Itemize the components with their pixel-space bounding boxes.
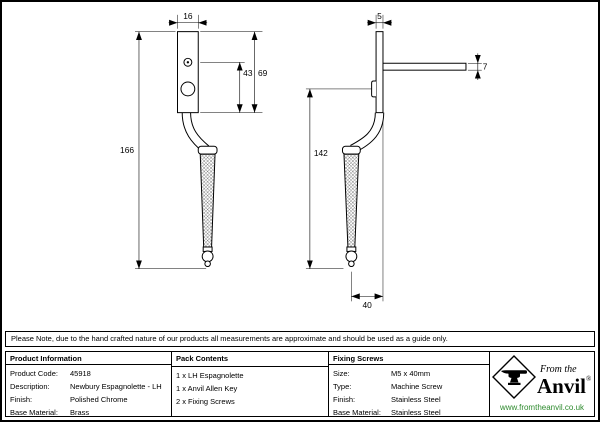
fixing-screws-body: Size: M5 x 40mm Type: Machine Screw Fini… (329, 365, 489, 420)
table-row: Base Material: Stainless Steel (333, 406, 485, 419)
logo-prefix-text: From the (539, 364, 577, 375)
logo-brand-text: Anvil (537, 374, 586, 398)
table-row: Size: M5 x 40mm (333, 367, 485, 380)
dim-side-handle-offset: 40 (363, 300, 373, 310)
row-label: Size: (333, 369, 350, 378)
row-value: Newbury Espagnolette - LH (70, 382, 162, 391)
fixing-screws-header: Fixing Screws (329, 352, 489, 365)
table-row: Base Material: Brass (10, 406, 167, 419)
technical-drawing: 16 166 43 69 (120, 11, 488, 310)
dim-front-overall-height: 166 (120, 145, 134, 155)
row-value: Stainless Steel (391, 408, 441, 417)
row-label: Base Material: (10, 408, 58, 417)
pack-contents-body: 1 x LH Espagnolette 1 x Anvil Allen Key … (172, 367, 328, 416)
row-value: Machine Screw (391, 382, 443, 391)
side-grip-collar (341, 145, 361, 155)
table-row: Finish: Stainless Steel (333, 393, 485, 406)
row-value: Brass (70, 408, 90, 417)
dim-side-handle-height: 142 (314, 148, 328, 158)
dim-front-plate-height: 69 (258, 68, 268, 78)
front-view: 16 166 43 69 (120, 11, 268, 269)
table-row: Description: Newbury Espagnolette - LH (10, 380, 167, 393)
front-grip-collar (197, 145, 218, 155)
row-value: Polished Chrome (70, 395, 128, 404)
product-information-body: Product Code: 45918 Description: Newbury… (6, 365, 171, 420)
side-dimension-lines (306, 19, 481, 300)
front-dimension-lines (136, 19, 258, 269)
side-knurled-grip (343, 153, 360, 248)
row-label: Type: (333, 382, 352, 391)
front-screw-center (186, 61, 190, 64)
front-grip-tip (204, 260, 211, 268)
side-spindle (382, 62, 467, 71)
dim-side-plate-thickness: 5 (377, 11, 382, 21)
row-label: Description: (10, 382, 50, 391)
registered-mark: ® (586, 375, 592, 383)
side-backplate-edge (375, 31, 384, 114)
dim-side-spindle-size: 7 (483, 62, 488, 72)
website-link: www.fromtheanvil.co.uk (499, 403, 585, 412)
list-item: 1 x LH Espagnolette (175, 371, 244, 380)
row-label: Base Material: (333, 408, 381, 417)
row-value: M5 x 40mm (391, 369, 431, 378)
row-label: Finish: (333, 395, 356, 404)
anvil-icon-base (508, 382, 521, 385)
front-backplate (177, 31, 199, 114)
anvil-icon (501, 370, 527, 383)
pack-contents-header: Pack Contents (171, 352, 328, 367)
row-label: Finish: (10, 395, 33, 404)
side-grip-tip (348, 260, 355, 268)
front-knurled-grip (199, 153, 216, 248)
list-item: 1 x Anvil Allen Key (175, 384, 238, 393)
list-item: 2 x Fixing Screws (175, 397, 235, 406)
dim-front-hole-to-base: 43 (243, 68, 253, 78)
approximate-measurements-note: Please Note, due to the hand crafted nat… (5, 331, 595, 347)
row-label: Product Code: (10, 369, 58, 378)
front-extension-lines (135, 14, 263, 269)
pack-contents-section: Pack Contents 1 x LH Espagnolette 1 x An… (171, 352, 329, 416)
product-information-section: Product Information Product Code: 45918 … (6, 352, 172, 417)
dim-front-plate-width: 16 (183, 11, 193, 21)
row-value: 45918 (70, 369, 91, 378)
side-extension-lines (305, 14, 482, 302)
side-grip-ball (345, 250, 358, 263)
logo-section: From the Anvil ® www.fromtheanvil.co.uk (490, 352, 594, 416)
fixing-screws-section: Fixing Screws Size: M5 x 40mm Type: Mach… (329, 352, 490, 417)
side-boss-bump (371, 80, 377, 98)
table-row: Finish: Polished Chrome (10, 393, 167, 406)
table-row: Type: Machine Screw (333, 380, 485, 393)
side-view: 5 7 142 40 (305, 11, 488, 310)
table-row: Product Code: 45918 (10, 367, 167, 380)
front-grip-ball (201, 250, 214, 263)
product-information-header: Product Information (6, 352, 171, 365)
spec-table: Product Information Product Code: 45918 … (5, 351, 595, 417)
front-spindle-boss (180, 81, 196, 97)
row-value: Stainless Steel (391, 395, 441, 404)
anvil-logo: From the Anvil ® www.fromtheanvil.co.uk (492, 355, 592, 412)
